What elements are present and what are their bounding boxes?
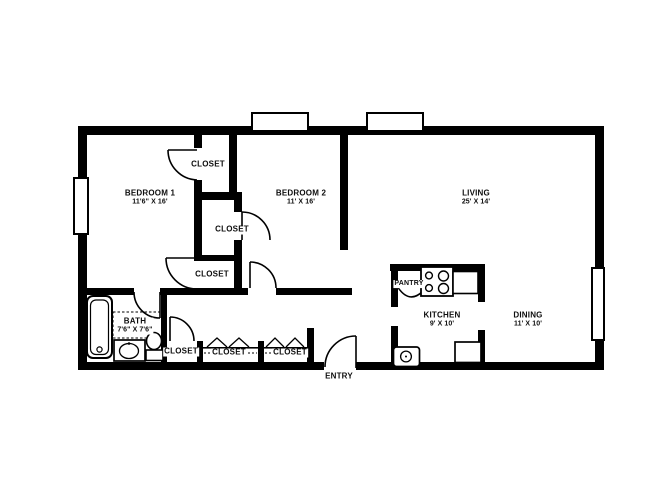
room-name: BATH [123,316,147,326]
closet-rod-icon-right [265,337,305,348]
windows [73,112,605,341]
stove-icon [420,266,454,297]
wall-closet-c [194,192,242,200]
door-swing-icon-closet-top [167,149,198,181]
bathroom-sink-icon [113,339,146,362]
room-label-closet-lower: CLOSET [194,269,230,280]
room-dims: 25' X 14' [461,198,491,206]
window-icon-top-right [366,112,424,132]
door-swing-icon-bedroom1 [165,257,198,290]
wall-bath-right [161,295,167,362]
room-label-bedroom1: BEDROOM 1 11'6" X 16' [123,188,177,207]
wall-closet-a2 [194,180,202,258]
counter-icon-top [452,270,479,295]
closet-rod-icon-middle [206,337,250,348]
counter-icon-bottom [454,341,482,364]
room-label-bath: BATH 7'6" X 7'6" [116,316,154,335]
wall-closet-right-end [307,328,314,362]
room-name: BEDROOM 2 [275,188,327,198]
wall-bedroom2-living [340,135,348,250]
wall-hall-f3 [276,288,352,295]
doors [133,149,424,368]
wall-bottom-left [78,362,324,370]
window-icon-right [591,267,605,341]
closet-rod-icon [203,347,307,349]
room-label-kitchen: KITCHEN 9' X 10' [422,310,462,329]
wall-closet-divider2 [258,341,264,362]
wall-hall-f2 [160,288,248,295]
wall-closet-e [194,255,242,261]
room-label-bedroom2: BEDROOM 2 11' X 16' [274,188,328,207]
wall-top [78,126,604,135]
door-swing-icon-bedroom2 [249,261,277,289]
wall-kitchen-left-upper [391,271,398,307]
wall-kitchen-left-lower [391,326,398,362]
kitchen-fixtures [392,266,482,368]
room-label-closet-hall-middle: CLOSET [211,347,247,358]
wall-bottom-right [356,362,604,370]
room-label-living: LIVING 25' X 14' [460,188,492,207]
room-label-closet-middle: CLOSET [214,224,250,235]
room-label-closet-hall-right: CLOSET [272,347,308,358]
bath-fixtures [86,295,164,362]
room-dims: 11'6" X 16' [132,198,168,206]
window-icon-top-left [251,112,309,132]
wall-closet-b [229,135,237,193]
bathtub-icon [86,295,113,359]
wall-closet-d1 [234,200,242,212]
room-dims: 9' X 10' [429,320,455,328]
wall-kitchen-right-upper [478,264,485,302]
door-swing-icon-bath [133,291,161,319]
toilet-icon [145,331,164,362]
wall-left [78,126,87,370]
wall-closet-a1 [194,135,202,148]
wall-hall-f1 [78,288,134,295]
room-dims: 11' X 16' [287,198,315,206]
room-label-entry: ENTRY [324,371,354,382]
wall-closet-d2 [234,240,242,295]
walls [78,126,604,370]
room-name: KITCHEN [423,310,461,320]
door-swing-icon-closet-hall-left [169,316,195,342]
room-name: LIVING [462,188,490,198]
room-name: DINING [513,310,543,320]
window-icon-left [73,177,89,235]
kitchen-sink-icon [392,346,421,368]
room-label-dining: DINING 11' X 10' [512,310,544,329]
room-name: BEDROOM 1 [124,188,176,198]
room-label-pantry: PANTRY [393,280,425,288]
room-label-closet-top: CLOSET [190,159,226,170]
room-dims: 7'6" X 7'6" [117,326,153,334]
wall-closet-divider1 [197,341,203,362]
wall-right [595,126,604,370]
door-swing-icon-entry [324,335,357,368]
room-label-closet-hall-left: CLOSET [163,346,199,357]
room-dims: 11' X 10' [514,320,542,328]
